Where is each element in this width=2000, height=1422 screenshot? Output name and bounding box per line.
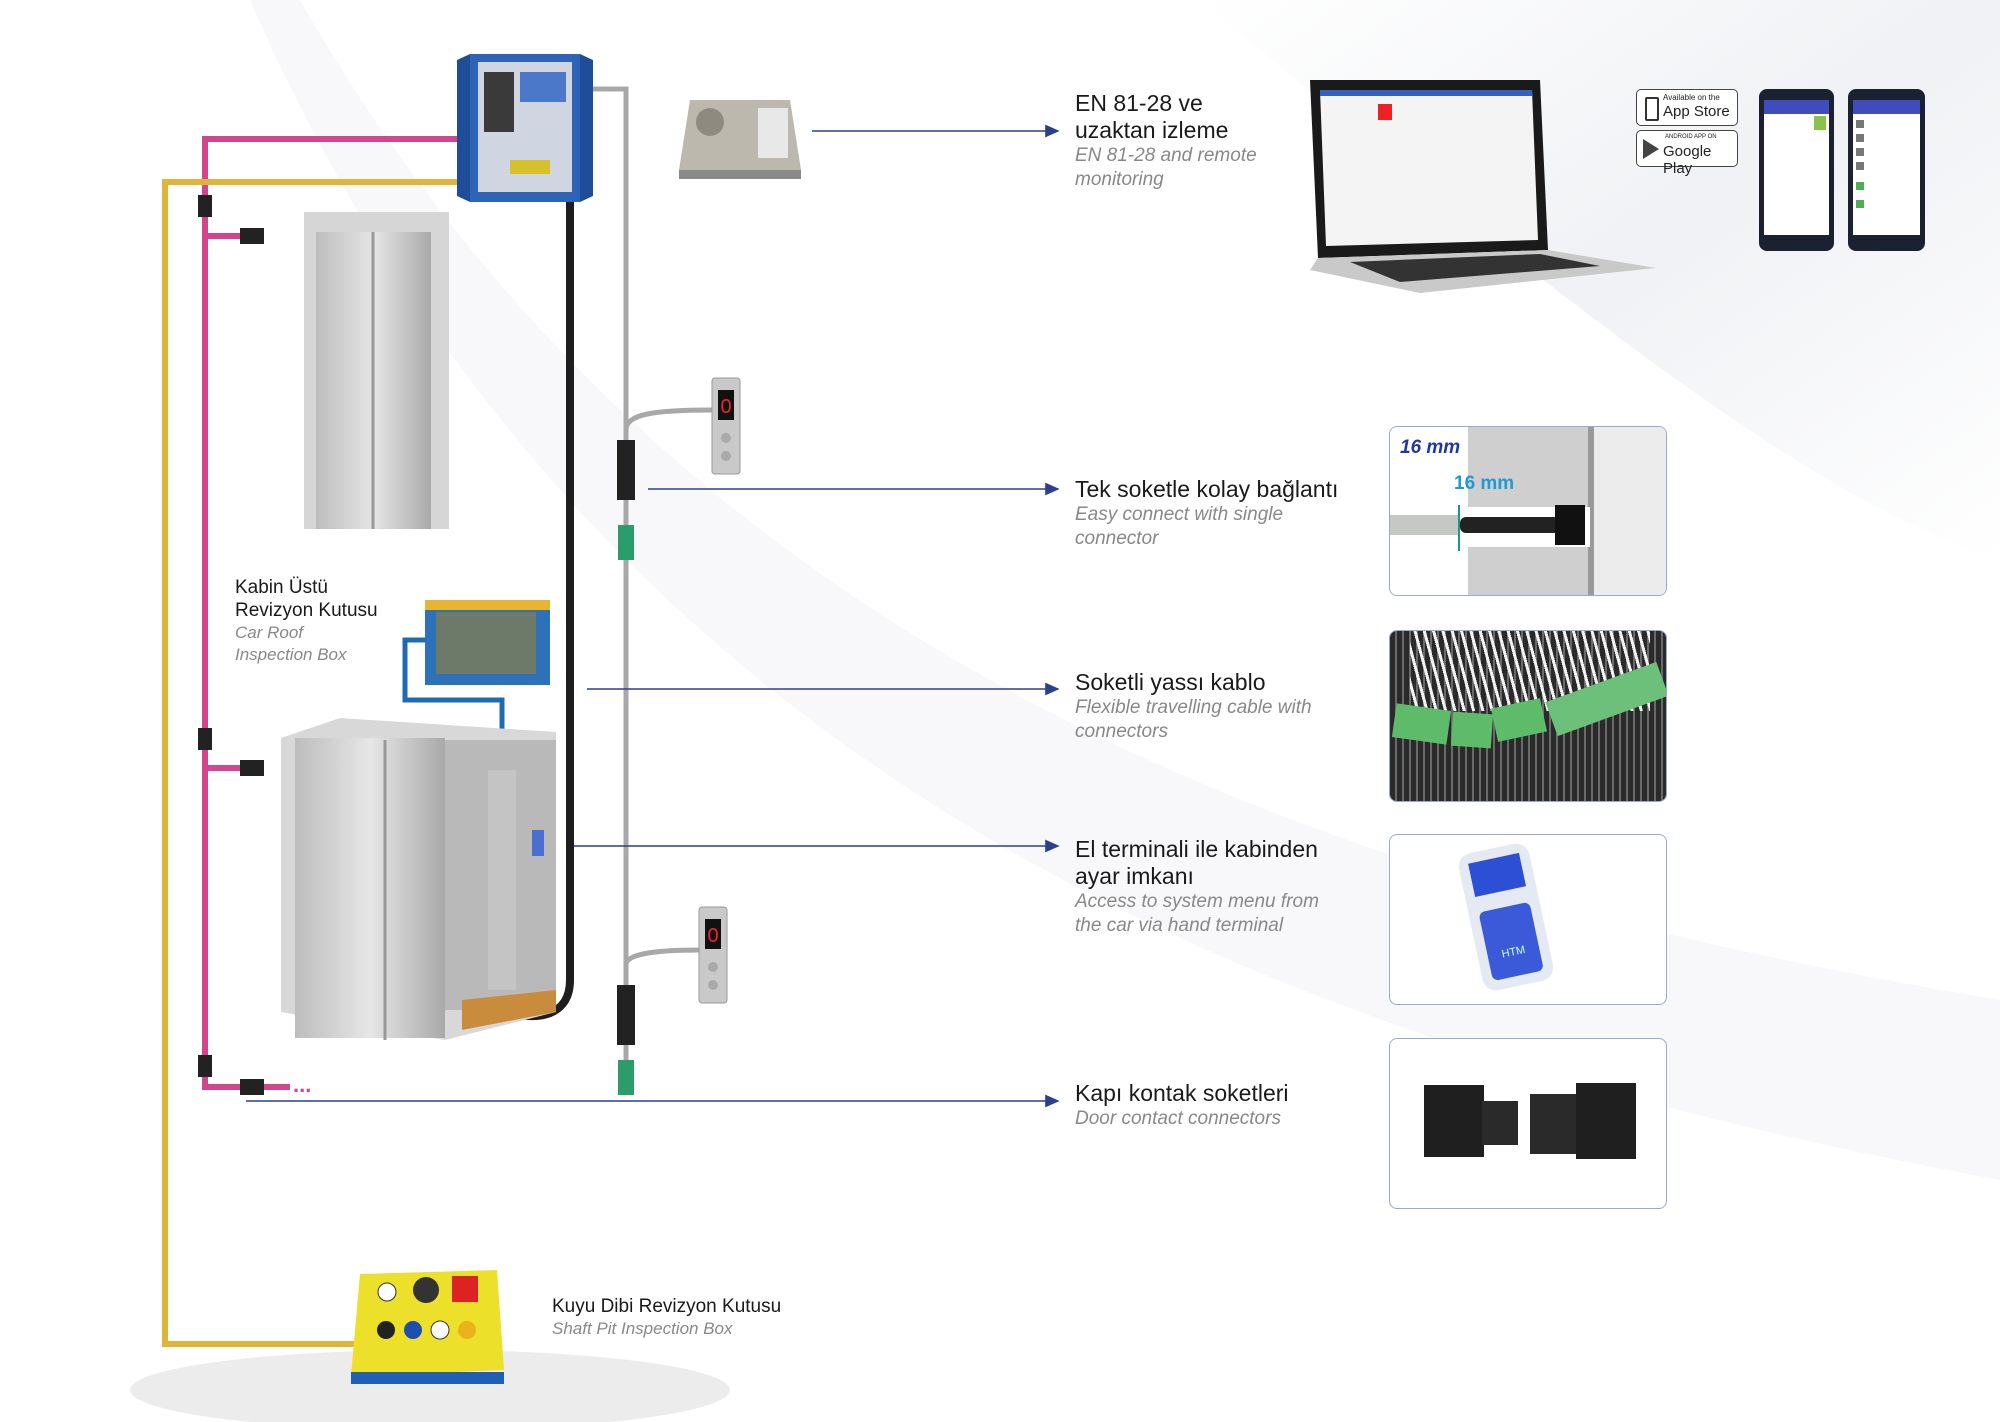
feature-title: ayar imkanı (1075, 863, 1194, 889)
car-roof-label: Kabin Üstü Revizyon Kutusu Car Roof Insp… (235, 576, 378, 666)
car-roof-inspection-box (425, 600, 550, 685)
feature-subtitle: connectors (1075, 721, 1168, 742)
feature-hand-terminal: El terminali ile kabinden ayar imkanı Ac… (1075, 836, 1319, 938)
app-store-badge[interactable]: Available on the App Store (1636, 89, 1738, 126)
phone-app-screen (1759, 89, 1834, 251)
dimension-label-top: 16 mm (1400, 437, 1461, 458)
feature-subtitle: Easy connect with single (1075, 504, 1284, 525)
landing-connectors (617, 440, 635, 1095)
car-roof-title: Revizyon Kutusu (235, 600, 378, 621)
app-store-big: App Store (1663, 103, 1730, 120)
door-connectors-photo (1389, 1038, 1667, 1209)
elevator-car (281, 718, 556, 1040)
pit-inspection-box (351, 1270, 504, 1384)
monitoring-device (679, 100, 801, 179)
svg-text:0: 0 (707, 925, 718, 947)
landing-call-panel: 0 (711, 377, 741, 475)
flat-cable-photo (1389, 630, 1667, 802)
svg-text:0: 0 (720, 396, 731, 418)
laptop-monitoring-software (1310, 80, 1656, 293)
feature-title: Kapı kontak soketleri (1075, 1080, 1289, 1106)
google-play-badge[interactable]: ANDROID APP ON Google Play (1636, 130, 1738, 177)
feature-subtitle: Flexible travelling cable with (1075, 697, 1312, 718)
hand-terminal-device: HTM (1456, 841, 1556, 993)
connector-photo: 16 mm 16 mm (1389, 426, 1667, 596)
feature-subtitle: monitoring (1075, 169, 1164, 190)
feature-subtitle: the car via hand terminal (1075, 915, 1284, 936)
feature-remote-monitoring: EN 81-28 ve uzaktan izleme EN 81-28 and … (1075, 90, 1257, 192)
feature-door-contacts: Kapı kontak soketleri Door contact conne… (1075, 1080, 1289, 1131)
feature-subtitle: Access to system menu from (1075, 891, 1319, 912)
feature-subtitle: Door contact connectors (1075, 1108, 1281, 1129)
phone-icon (1645, 97, 1659, 121)
landing-call-panel: 0 (698, 906, 728, 1004)
feature-subtitle: connector (1075, 528, 1159, 549)
hand-terminal-label: HTM (1478, 901, 1544, 982)
landing-door (304, 212, 449, 529)
google-play-big: Google Play (1663, 143, 1712, 177)
car-roof-subtitle: Inspection Box (235, 645, 347, 664)
feature-single-connector: Tek soketle kolay bağlantı Easy connect … (1075, 476, 1338, 551)
car-roof-cable (402, 637, 505, 770)
feature-title: uzaktan izleme (1075, 117, 1229, 143)
feature-title: EN 81-28 ve (1075, 90, 1203, 116)
hand-terminal-photo: HTM (1389, 834, 1667, 1005)
feature-title: Soketli yassı kablo (1075, 669, 1266, 695)
car-roof-subtitle: Car Roof (235, 623, 304, 642)
phone-app-menu (1848, 89, 1925, 251)
door-connector-icons (198, 195, 264, 1095)
play-icon (1643, 139, 1659, 159)
pit-box-title: Kuyu Dibi Revizyon Kutusu (552, 1296, 782, 1317)
google-play-small: ANDROID APP ON (1665, 134, 1717, 140)
pit-box-label: Kuyu Dibi Revizyon Kutusu Shaft Pit Insp… (552, 1295, 781, 1340)
more-doors-ellipsis: ... (293, 1072, 312, 1097)
landing-cable (593, 86, 629, 1084)
feature-title: El terminali ile kabinden (1075, 836, 1318, 862)
feature-title: Tek soketle kolay bağlantı (1075, 476, 1339, 502)
feature-subtitle: EN 81-28 and remote (1075, 145, 1257, 166)
callout-arrows (246, 124, 1060, 1108)
control-cabinet (457, 54, 593, 202)
pit-box-subtitle: Shaft Pit Inspection Box (552, 1319, 733, 1338)
dimension-label: 16 mm (1454, 473, 1515, 494)
feature-flat-cable: Soketli yassı kablo Flexible travelling … (1075, 669, 1312, 744)
pit-cable (162, 179, 457, 1347)
app-store-small: Available on the (1663, 93, 1720, 102)
car-roof-title: Kabin Üstü (235, 577, 328, 598)
